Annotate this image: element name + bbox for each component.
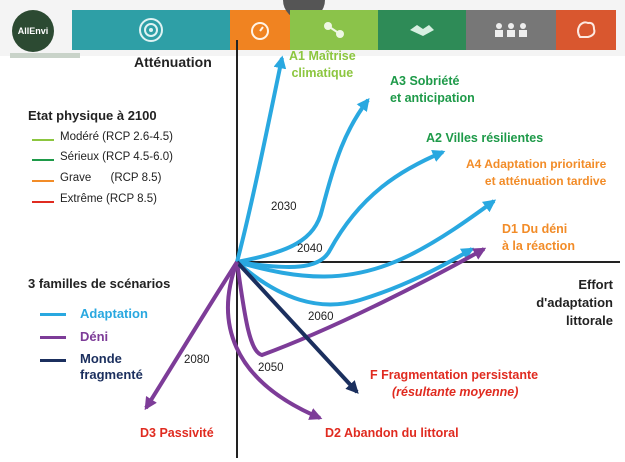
arrow-f	[235, 260, 359, 394]
legend-families-title: 3 familles de scénarios	[28, 276, 171, 291]
a2-line-1: A2 Villes résilientes	[426, 131, 544, 145]
target-icon	[139, 18, 163, 42]
year-label-2040: 2040	[297, 243, 323, 255]
f-line-1: F Fragmentation persistante	[370, 368, 539, 382]
legend-line-extreme	[32, 201, 54, 203]
legend-label-modere: Modéré (RCP 2.6-4.5)	[60, 131, 173, 143]
scenario-label-a3: A3 Sobriété et anticipation	[390, 73, 475, 107]
year-label-2050: 2050	[258, 362, 284, 374]
arrow-d1	[235, 247, 475, 307]
legend-line-deni	[40, 336, 66, 339]
y-axis-label: Atténuation	[134, 54, 212, 70]
x-axis-label: Effort d'adaptation littorale	[525, 276, 613, 330]
arrow-a4	[236, 199, 497, 279]
header-strip-stopwatch	[230, 10, 290, 50]
a1-line-2: climatique	[291, 66, 354, 80]
arrow-deni-reaction	[235, 247, 487, 358]
handshake-icon	[410, 25, 434, 36]
year-label-2030: 2030	[271, 201, 297, 213]
legend-label-adaptation: Adaptation	[80, 306, 148, 321]
molecule-icon	[324, 22, 344, 38]
year-label-2080: 2080	[184, 354, 210, 366]
scenario-label-f: F Fragmentation persistante (résultante …	[370, 367, 538, 401]
legend-line-modere	[32, 139, 54, 141]
logo-subtitle-line	[10, 53, 80, 58]
d2-line-1: D2 Abandon du littoral	[325, 426, 459, 440]
legend-label-extreme: Extrême (RCP 8.5)	[60, 193, 157, 205]
d1-line-2: à la réaction	[502, 239, 575, 253]
stopwatch-icon	[251, 22, 269, 40]
a1-line-1: A1 Maîtrise	[289, 49, 356, 63]
scenario-label-d3: D3 Passivité	[140, 425, 214, 442]
legend-line-monde	[40, 359, 66, 362]
arrow-a3	[236, 97, 370, 264]
x-axis-label-line-3: littorale	[566, 313, 613, 328]
arrow-a2	[236, 150, 446, 269]
arrow-d3	[144, 260, 239, 411]
a4-line-1: A4 Adaptation prioritaire	[466, 157, 607, 171]
legend-state-title: Etat physique à 2100	[28, 108, 157, 123]
legend-label-deni: Déni	[80, 329, 109, 344]
legend-label-serieux: Sérieux (RCP 4.5-6.0)	[60, 151, 173, 163]
year-label-2060: 2060	[308, 311, 334, 323]
scenario-label-d1: D1 Du déni à la réaction	[502, 221, 575, 255]
legend-line-serieux	[32, 159, 54, 161]
legend-label-grave: Grave (RCP 8.5)	[60, 172, 162, 184]
scenario-label-a2: A2 Villes résilientes	[426, 130, 543, 147]
x-axis-label-line-2: d'adaptation	[536, 295, 613, 310]
logo-text: AllEnvi	[12, 10, 54, 52]
x-axis-label-line-1: Effort	[578, 277, 613, 292]
scenario-label-d2: D2 Abandon du littoral	[325, 425, 459, 442]
d3-line-1: D3 Passivité	[140, 426, 214, 440]
a3-line-1: A3 Sobriété	[390, 74, 460, 88]
arrow-a1	[235, 55, 287, 263]
legend-label-monde-line-2: fragmenté	[80, 367, 143, 382]
people-icon	[495, 23, 527, 37]
brain-icon	[577, 21, 596, 38]
header-strip-target	[72, 10, 230, 50]
header-bar: AllEnvi	[0, 0, 625, 58]
arrow-d2	[226, 261, 323, 420]
f-line-2: (résultante moyenne)	[392, 385, 519, 399]
legend-label-monde: Monde fragmenté	[80, 351, 143, 383]
header-strip-brain	[556, 10, 616, 50]
header-strip-handshake	[378, 10, 466, 50]
a4-line-2: et atténuation tardive	[484, 174, 607, 188]
header-strip-people	[466, 10, 556, 50]
legend-line-adaptation	[40, 313, 66, 316]
d1-line-1: D1 Du déni	[502, 222, 568, 236]
header-strip-molecule	[290, 10, 378, 50]
scenario-label-a4: A4 Adaptation prioritaire et atténuation…	[466, 156, 606, 190]
allenvi-logo: AllEnvi	[10, 6, 80, 58]
legend-label-monde-line-1: Monde	[80, 351, 122, 366]
a3-line-2: et anticipation	[390, 91, 475, 105]
scenario-label-a1: A1 Maîtrise climatique	[289, 48, 356, 82]
legend-line-grave	[32, 180, 54, 182]
